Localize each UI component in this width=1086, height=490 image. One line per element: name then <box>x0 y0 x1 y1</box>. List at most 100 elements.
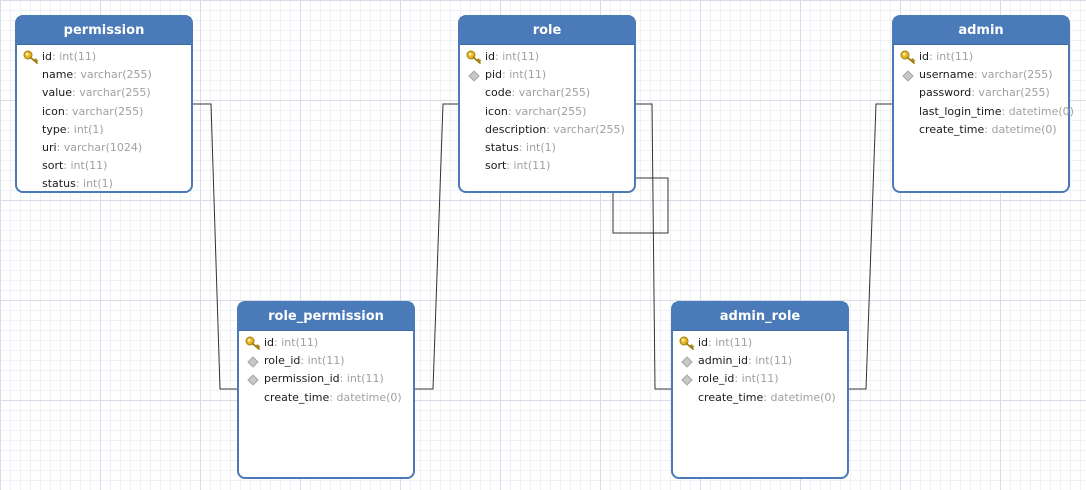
field-row[interactable]: password: varchar(255) <box>894 84 1068 102</box>
field-name: icon <box>485 104 508 118</box>
relation-role-role-permission[interactable] <box>415 103 458 390</box>
field-type: : varchar(255) <box>507 104 587 118</box>
field-row[interactable]: value: varchar(255) <box>17 84 191 102</box>
field-name: role_id <box>698 372 735 386</box>
field-row[interactable]: description: varchar(255) <box>460 121 634 139</box>
field-type: : datetime(0) <box>1001 104 1074 118</box>
field-row[interactable]: id: int(11) <box>894 48 1068 66</box>
field-type: : datetime(0) <box>984 122 1057 136</box>
field-row[interactable]: role_id: int(11) <box>673 370 847 388</box>
field-row[interactable]: create_time: datetime(0) <box>673 389 847 407</box>
field-name: status <box>485 140 519 154</box>
field-type: : int(11) <box>274 336 319 349</box>
field-type: : int(1) <box>75 177 113 191</box>
field-type: : int(11) <box>52 50 97 63</box>
field-row[interactable]: name: varchar(255) <box>17 66 191 84</box>
field-type: : varchar(255) <box>546 122 625 136</box>
field-name: type <box>42 122 67 136</box>
field-row[interactable]: sort: int(11) <box>17 157 191 175</box>
field-list: id: int(11)role_id: int(11)permission_id… <box>239 331 413 407</box>
field-name: admin_id <box>698 354 749 368</box>
field-row[interactable]: admin_id: int(11) <box>673 352 847 370</box>
field-row[interactable]: id: int(11) <box>17 48 191 66</box>
field-row[interactable]: role_id: int(11) <box>239 352 413 370</box>
field-name: icon <box>42 104 65 118</box>
field-name: create_time <box>919 122 985 136</box>
field-row[interactable]: id: int(11) <box>460 48 634 66</box>
field-row[interactable]: sort: int(11) <box>460 157 634 175</box>
relation-role-admin-role[interactable] <box>636 103 671 390</box>
field-row[interactable]: status: int(1) <box>17 175 191 193</box>
field-type: : int(1) <box>66 122 104 136</box>
relation-permission-role-permission[interactable] <box>193 103 237 390</box>
field-name: uri <box>42 140 57 154</box>
field-type: : int(11) <box>339 372 384 386</box>
field-type: : varchar(255) <box>64 104 144 118</box>
field-row[interactable]: code: varchar(255) <box>460 84 634 102</box>
field-name: create_time <box>264 390 330 404</box>
field-type: : datetime(0) <box>763 390 836 404</box>
field-type: : int(11) <box>495 50 540 63</box>
field-name: pid <box>485 68 503 82</box>
field-name: id <box>264 336 275 349</box>
field-name: id <box>698 336 709 349</box>
field-type: : varchar(255) <box>72 86 151 100</box>
table-header[interactable]: admin <box>894 17 1068 45</box>
field-row[interactable]: permission_id: int(11) <box>239 370 413 388</box>
field-type: : int(11) <box>708 336 753 349</box>
field-type: : varchar(255) <box>971 86 1050 100</box>
field-name: sort <box>485 159 507 173</box>
table-header[interactable]: role_permission <box>239 303 413 331</box>
primary-key-icon <box>23 48 39 66</box>
field-type: : varchar(255) <box>511 86 591 100</box>
field-row[interactable]: pid: int(11) <box>460 66 634 84</box>
field-type: : int(11) <box>300 354 345 368</box>
field-row[interactable]: id: int(11) <box>239 334 413 352</box>
relation-admin-admin-role[interactable] <box>849 103 892 390</box>
field-name: id <box>919 50 930 63</box>
primary-key-icon <box>679 334 695 352</box>
field-row[interactable]: last_login_time: datetime(0) <box>894 103 1074 121</box>
field-row[interactable]: create_time: datetime(0) <box>894 121 1068 139</box>
primary-key-icon <box>466 48 482 66</box>
field-list: id: int(11)admin_id: int(11)role_id: int… <box>673 331 847 407</box>
field-name: value <box>42 86 73 100</box>
field-row[interactable]: status: int(1) <box>460 139 634 157</box>
field-row[interactable]: type: int(1) <box>17 121 191 139</box>
table-header[interactable]: admin_role <box>673 303 847 331</box>
field-type: : int(11) <box>748 354 793 368</box>
field-type: : varchar(255) <box>974 68 1053 82</box>
foreign-key-icon <box>245 370 261 388</box>
foreign-key-icon <box>679 352 695 370</box>
field-name: description <box>485 122 547 136</box>
table-header[interactable]: permission <box>17 17 191 45</box>
field-row[interactable]: create_time: datetime(0) <box>239 389 413 407</box>
field-row[interactable]: uri: varchar(1024) <box>17 139 191 157</box>
field-type: : int(1) <box>518 140 556 154</box>
field-name: code <box>485 86 512 100</box>
primary-key-icon <box>900 48 916 66</box>
field-name: password <box>919 86 972 100</box>
field-type: : varchar(255) <box>73 68 152 82</box>
field-row[interactable]: icon: varchar(255) <box>460 103 634 121</box>
field-row[interactable]: username: varchar(255) <box>894 66 1068 84</box>
field-row[interactable]: id: int(11) <box>673 334 847 352</box>
foreign-key-icon <box>245 352 261 370</box>
field-name: role_id <box>264 354 301 368</box>
primary-key-icon <box>245 334 261 352</box>
field-name: id <box>42 50 53 63</box>
field-type: : int(11) <box>63 159 108 173</box>
field-list: id: int(11)pid: int(11)code: varchar(255… <box>460 45 634 175</box>
field-row[interactable]: icon: varchar(255) <box>17 103 191 121</box>
field-name: last_login_time <box>919 104 1002 118</box>
field-list: id: int(11)name: varchar(255)value: varc… <box>17 45 191 194</box>
field-name: name <box>42 68 74 82</box>
table-header[interactable]: role <box>460 17 634 45</box>
field-type: : datetime(0) <box>329 390 402 404</box>
field-name: username <box>919 68 974 82</box>
